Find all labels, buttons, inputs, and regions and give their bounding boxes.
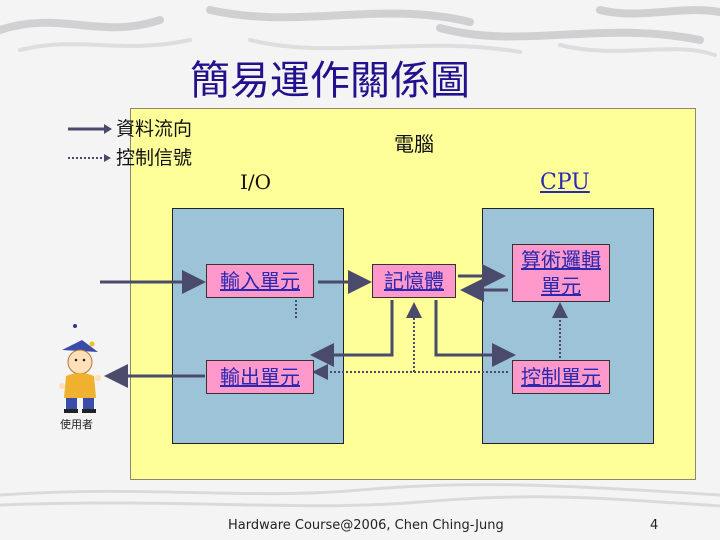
page-title: 簡易運作關係圖 bbox=[190, 58, 470, 104]
input-unit: 輸入單元 bbox=[206, 264, 314, 298]
computer-label: 電腦 bbox=[394, 132, 434, 156]
output-unit: 輸出單元 bbox=[206, 360, 314, 394]
alu-unit: 算術邏輯 單元 bbox=[512, 244, 610, 302]
user-label: 使用者 bbox=[60, 418, 93, 431]
io-label: I/O bbox=[240, 170, 272, 194]
control-unit: 控制單元 bbox=[512, 360, 610, 394]
legend-data-flow-label: 資料流向 bbox=[116, 118, 193, 140]
alu-line1: 算術邏輯 bbox=[521, 248, 601, 272]
cpu-label: CPU bbox=[540, 170, 590, 195]
alu-line2: 單元 bbox=[541, 274, 581, 298]
legend-control-signal-label: 控制信號 bbox=[116, 147, 193, 169]
io-panel bbox=[172, 208, 344, 444]
memory-unit: 記憶體 bbox=[372, 264, 456, 298]
page-number: 4 bbox=[650, 518, 659, 533]
footer-course: Hardware Course@2006, Chen Ching-Jung bbox=[228, 518, 504, 533]
